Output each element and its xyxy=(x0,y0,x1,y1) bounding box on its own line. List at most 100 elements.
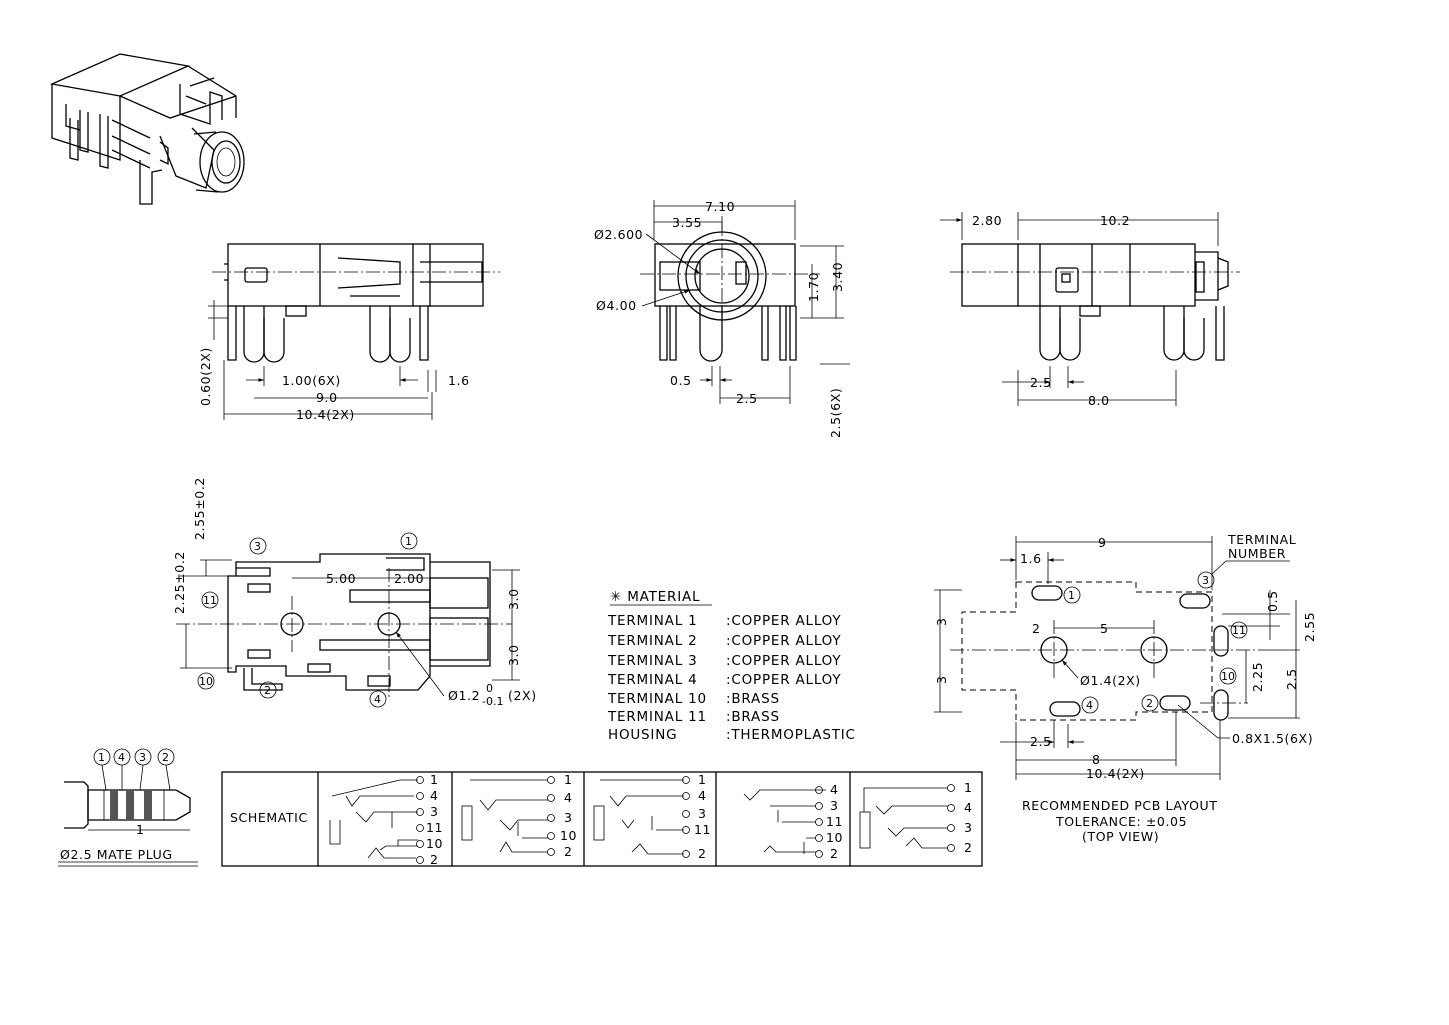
schematic-label: SCHEMATIC xyxy=(230,810,308,825)
schematic-pin: 4 xyxy=(830,782,839,797)
schematic-pin: 2 xyxy=(564,844,573,859)
schematic-pin: 3 xyxy=(830,798,839,813)
schematic-pin: 1 xyxy=(964,780,973,795)
pcb-dim-11: 2.55 xyxy=(1302,612,1317,642)
material-row-value: :COPPER ALLOY xyxy=(726,653,841,669)
plug-label: Ø2.5 MATE PLUG xyxy=(60,847,173,862)
top-dim-4: 3.0 xyxy=(506,588,521,610)
pcb-note: RECOMMENDED PCB LAYOUT TOLERANCE: ±0.05 … xyxy=(1022,798,1218,844)
mate-plug: 1 4 3 2 1 Ø2.5 MATE PLUG xyxy=(58,748,198,867)
top-dim-0: 2.55±0.2 xyxy=(192,477,207,540)
material-rows: TERMINAL 1 :COPPER ALLOY TERMINAL 2 :COP… xyxy=(607,613,856,743)
front-dim-4: 1.70 xyxy=(806,272,821,302)
top-dim-6: Ø1.2 xyxy=(448,688,480,703)
schematic-cell-5: 1 4 3 2 xyxy=(859,780,973,855)
material-row-name: TERMINAL 3 xyxy=(607,653,698,669)
pcb-dim-4: 2 xyxy=(1032,621,1041,636)
isometric-view xyxy=(49,53,245,205)
schematic-cell-1: 1 4 3 11 10 2 xyxy=(329,772,443,867)
material-table: ✳ MATERIAL TERMINAL 1 :COPPER ALLOY TERM… xyxy=(607,589,856,743)
front-dim-7: 2.5 xyxy=(736,391,758,406)
schematic-pin: 11 xyxy=(694,822,711,837)
pcb-dim-2: 3 xyxy=(934,617,949,626)
material-row-value: :BRASS xyxy=(726,709,780,725)
top-dim-5: 3.0 xyxy=(506,644,521,666)
pcb-callout-0: 3 xyxy=(1202,574,1209,587)
pcb-callout-1: 1 xyxy=(1068,589,1075,602)
pcb-dim-9: 10.4(2X) xyxy=(1086,766,1145,781)
pcb-terminal-label: TERMINAL xyxy=(1227,532,1296,547)
schematic-cell-2: 1 4 3 10 2 xyxy=(461,772,577,859)
pcb-callout-4: 4 xyxy=(1086,699,1093,712)
schematic-pin: 1 xyxy=(698,772,707,787)
pcb-callout-3: 10 xyxy=(1221,670,1235,683)
side-dim-1: 1.00(6X) xyxy=(282,373,341,388)
plug-dim: 1 xyxy=(136,822,145,837)
right-view: 2.80 10.2 2.5 8.0 xyxy=(940,212,1240,408)
pcb-dim-8: 8 xyxy=(1092,752,1101,767)
right-dim-3: 8.0 xyxy=(1088,393,1110,408)
material-row-name: TERMINAL 2 xyxy=(607,633,698,649)
schematic-pin: 2 xyxy=(830,846,839,861)
pcb-note-view: (TOP VIEW) xyxy=(1082,829,1159,844)
plug-callout-2: 3 xyxy=(139,751,146,764)
top-callout-5: 4 xyxy=(374,693,381,706)
schematic-pin: 1 xyxy=(564,772,573,787)
schematic-pin: 3 xyxy=(430,804,439,819)
top-dim-9: (2X) xyxy=(508,688,537,703)
pcb-note-title: RECOMMENDED PCB LAYOUT xyxy=(1022,798,1218,813)
side-dim-0: 0.60(2X) xyxy=(198,347,213,406)
front-dim-2: Ø2.600 xyxy=(594,227,643,242)
material-row-value: :THERMOPLASTIC xyxy=(726,727,856,743)
right-dim-2: 2.5 xyxy=(1030,375,1052,390)
top-dim-1: 2.25±0.2 xyxy=(172,551,187,614)
schematic-pin: 4 xyxy=(964,800,973,815)
material-row-value: :COPPER ALLOY xyxy=(726,633,841,649)
schematic-pin: 11 xyxy=(426,820,443,835)
schematic-pin: 10 xyxy=(426,836,443,851)
schematic-pin: 1 xyxy=(430,772,439,787)
front-view: 7.10 3.55 Ø2.600 Ø4.00 1.70 3.40 0.5 2.5… xyxy=(594,199,850,438)
schematic-pin: 2 xyxy=(430,852,439,867)
schematic-pin: 3 xyxy=(698,806,707,821)
side-dim-3: 9.0 xyxy=(316,390,338,405)
top-dim-3: 2.00 xyxy=(394,571,424,586)
material-row-name: HOUSING xyxy=(608,727,677,743)
schematic-pin: 11 xyxy=(826,814,843,829)
pcb-dim-7: 2.5 xyxy=(1030,734,1052,749)
pcb-layout: 3 1 11 10 4 2 TERMINAL NUMBER 9 1.6 3 3 … xyxy=(934,532,1317,781)
plug-callout-3: 2 xyxy=(162,751,169,764)
pcb-callout-5: 2 xyxy=(1146,697,1153,710)
right-dim-0: 2.80 xyxy=(972,213,1002,228)
schematic-pin: 4 xyxy=(564,790,573,805)
material-row-name: TERMINAL 11 xyxy=(607,709,707,725)
pcb-dim-3: 3 xyxy=(934,675,949,684)
plug-callout-0: 1 xyxy=(98,751,105,764)
schematic-pin: 4 xyxy=(698,788,707,803)
material-row-value: :COPPER ALLOY xyxy=(726,613,841,629)
plug-callout-1: 4 xyxy=(118,751,125,764)
front-dim-8: 2.5(6X) xyxy=(828,388,843,438)
pcb-number-label: NUMBER xyxy=(1228,546,1286,561)
front-dim-5: 3.40 xyxy=(830,262,845,292)
pcb-dim-6: Ø1.4(2X) xyxy=(1080,673,1141,688)
pcb-dim-13: 2.5 xyxy=(1284,668,1299,690)
schematic-cell-4: 4 3 11 10 2 xyxy=(743,782,843,861)
side-dim-2: 1.6 xyxy=(448,373,470,388)
pcb-dim-1: 1.6 xyxy=(1020,551,1042,566)
pcb-dim-0: 9 xyxy=(1098,535,1107,550)
schematic-pin: 2 xyxy=(698,846,707,861)
pcb-note-tolerance: TOLERANCE: ±0.05 xyxy=(1055,814,1187,829)
side-dim-4: 10.4(2X) xyxy=(296,407,355,422)
pcb-callout-2: 11 xyxy=(1232,624,1246,637)
schematic-table: SCHEMATIC 1 4 3 11 10 2 1 4 3 10 2 xyxy=(221,771,983,867)
pcb-dim-5: 5 xyxy=(1100,621,1109,636)
top-dim-2: 5.00 xyxy=(326,571,356,586)
top-callout-3: 10 xyxy=(199,675,213,688)
top-dim-8: -0.1 xyxy=(482,695,503,708)
top-callout-2: 11 xyxy=(203,594,217,607)
schematic-pin: 3 xyxy=(964,820,973,835)
schematic-cell-3: 1 4 3 11 2 xyxy=(593,772,711,861)
front-dim-3: Ø4.00 xyxy=(596,298,637,313)
